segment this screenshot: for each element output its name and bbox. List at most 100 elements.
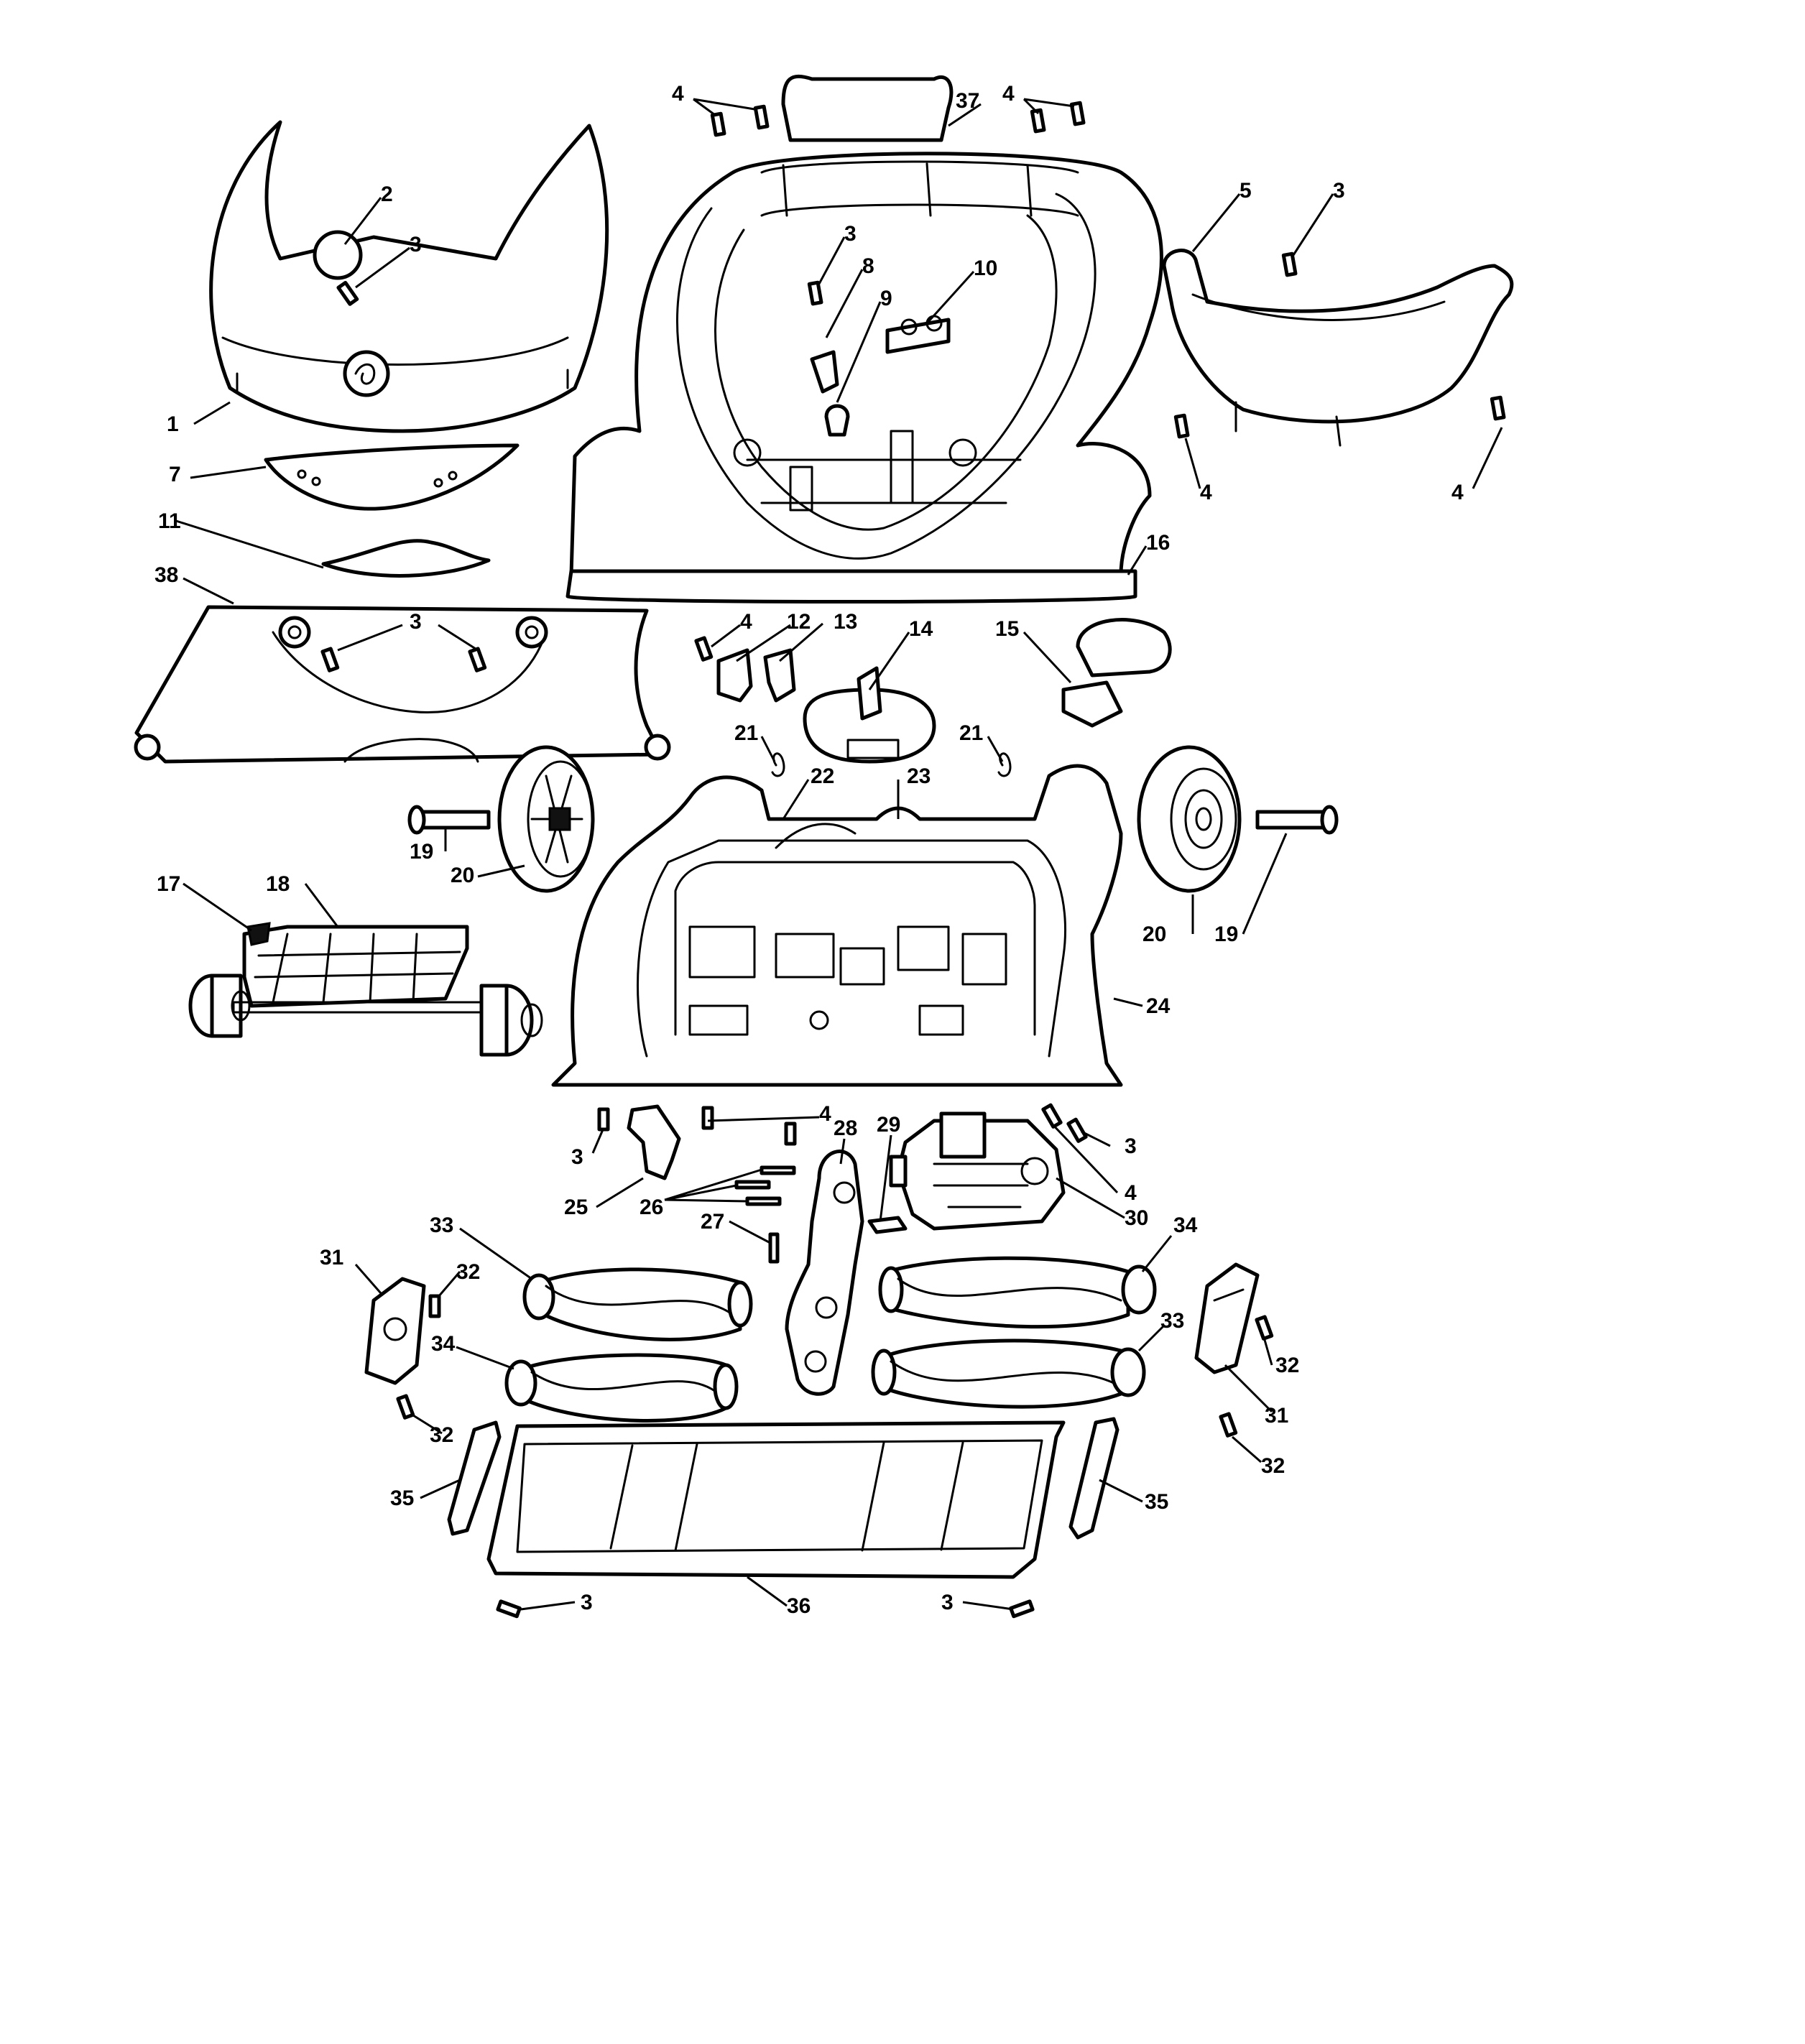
callout-32: 32 — [456, 1260, 480, 1284]
part-nozzle-base — [551, 764, 1123, 1087]
part-end-cap-right — [1194, 1262, 1260, 1374]
callout-3: 3 — [410, 233, 422, 256]
part-belt — [867, 1216, 908, 1234]
callout-38: 38 — [154, 563, 178, 587]
callout-16: 16 — [1146, 531, 1170, 555]
callout-25: 25 — [564, 1196, 588, 1219]
part-brushroll-upper-left — [522, 1267, 753, 1341]
part-end-cap-left — [364, 1277, 426, 1385]
callout-8: 8 — [862, 254, 874, 278]
part-light-lens — [321, 539, 491, 578]
callout-27: 27 — [701, 1210, 724, 1234]
callout-35: 35 — [1145, 1490, 1168, 1514]
part-clip-21-left — [771, 752, 785, 777]
callout-37: 37 — [956, 89, 979, 113]
callout-3: 3 — [1125, 1134, 1137, 1158]
part-axle-left — [407, 805, 491, 835]
callout-17: 17 — [157, 872, 180, 896]
callout-19: 19 — [1214, 922, 1238, 946]
part-switch-link — [763, 648, 796, 703]
part-bracket — [627, 1104, 681, 1180]
callout-3: 3 — [410, 610, 422, 634]
callout-3: 3 — [571, 1145, 583, 1169]
callout-12: 12 — [787, 610, 811, 634]
callout-24: 24 — [1146, 994, 1171, 1018]
part-brushroll-upper-right — [878, 1256, 1157, 1329]
callout-18: 18 — [266, 872, 290, 896]
part-brushroll-lower-left — [504, 1353, 739, 1423]
callout-32: 32 — [1261, 1454, 1285, 1478]
callout-5: 5 — [1240, 179, 1252, 203]
callout-3: 3 — [581, 1591, 593, 1614]
callout-2: 2 — [381, 182, 393, 206]
part-axle-right — [1255, 805, 1339, 835]
callout-9: 9 — [880, 287, 892, 310]
screws — [320, 101, 1506, 1619]
callout-32: 32 — [1275, 1354, 1299, 1377]
part-spring — [246, 922, 271, 946]
callout-26: 26 — [640, 1196, 663, 1219]
part-brushroll-lower-right — [871, 1338, 1146, 1409]
part-lens — [264, 443, 520, 511]
callout-10: 10 — [974, 256, 997, 280]
part-cap — [313, 230, 363, 280]
callout-33: 33 — [1160, 1309, 1184, 1333]
part-wheel-left — [497, 745, 595, 893]
callout-1: 1 — [167, 412, 179, 436]
callout-34: 34 — [1173, 1213, 1198, 1237]
part-screw-27 — [768, 1232, 780, 1264]
part-bumper — [134, 605, 671, 764]
callout-33: 33 — [430, 1213, 453, 1237]
callout-35: 35 — [390, 1486, 414, 1510]
part-logo-badge — [343, 350, 390, 397]
part-screws-26 — [734, 1165, 796, 1206]
callout-7: 7 — [169, 463, 181, 486]
callout-20: 20 — [451, 864, 474, 887]
callout-4: 4 — [1200, 481, 1212, 504]
callout-30: 30 — [1125, 1206, 1148, 1230]
part-side-strip-right — [1068, 1417, 1120, 1540]
part-bulb — [824, 404, 850, 437]
callout-31: 31 — [1265, 1404, 1288, 1428]
callout-11: 11 — [158, 509, 181, 533]
callout-4: 4 — [1451, 481, 1464, 504]
part-switch-cam — [716, 648, 753, 703]
callout-22: 22 — [811, 764, 834, 788]
callout-31: 31 — [320, 1246, 343, 1270]
part-rear-carriage — [188, 925, 543, 1057]
callout-4: 4 — [672, 82, 684, 106]
callout-32: 32 — [430, 1423, 453, 1447]
callout-36: 36 — [787, 1594, 811, 1618]
callout-labels: 1 2 3 4 37 4 3 8 9 10 5 3 4 4 7 11 16 38… — [154, 82, 1464, 1618]
part-belt-housing — [785, 1150, 864, 1396]
callout-23: 23 — [907, 764, 931, 788]
part-switch-housing — [803, 666, 936, 764]
part-wheel-right — [1137, 745, 1242, 893]
callout-21: 21 — [734, 721, 758, 745]
part-latch — [810, 350, 839, 394]
callout-4: 4 — [1002, 82, 1015, 106]
part-handle-grip — [781, 74, 954, 142]
part-pedal — [1061, 618, 1172, 728]
callout-4: 4 — [1125, 1181, 1137, 1205]
part-motor — [889, 1111, 1066, 1231]
callout-4: 4 — [819, 1102, 831, 1126]
callout-34: 34 — [431, 1332, 456, 1356]
part-upper-housing — [565, 152, 1163, 604]
part-side-strip-left — [447, 1420, 502, 1536]
callout-15: 15 — [995, 617, 1019, 641]
callout-20: 20 — [1142, 922, 1166, 946]
callout-19: 19 — [410, 840, 433, 864]
part-base-plate — [486, 1420, 1066, 1579]
leader-lines — [175, 98, 1503, 1611]
callout-3: 3 — [844, 222, 857, 246]
callout-29: 29 — [877, 1113, 900, 1137]
callout-3: 3 — [941, 1591, 954, 1614]
callout-21: 21 — [959, 721, 983, 745]
part-cover-right — [1162, 249, 1514, 447]
part-hood-cover — [209, 120, 609, 433]
callout-14: 14 — [909, 617, 933, 641]
callout-4: 4 — [740, 610, 752, 634]
callout-28: 28 — [834, 1116, 857, 1140]
